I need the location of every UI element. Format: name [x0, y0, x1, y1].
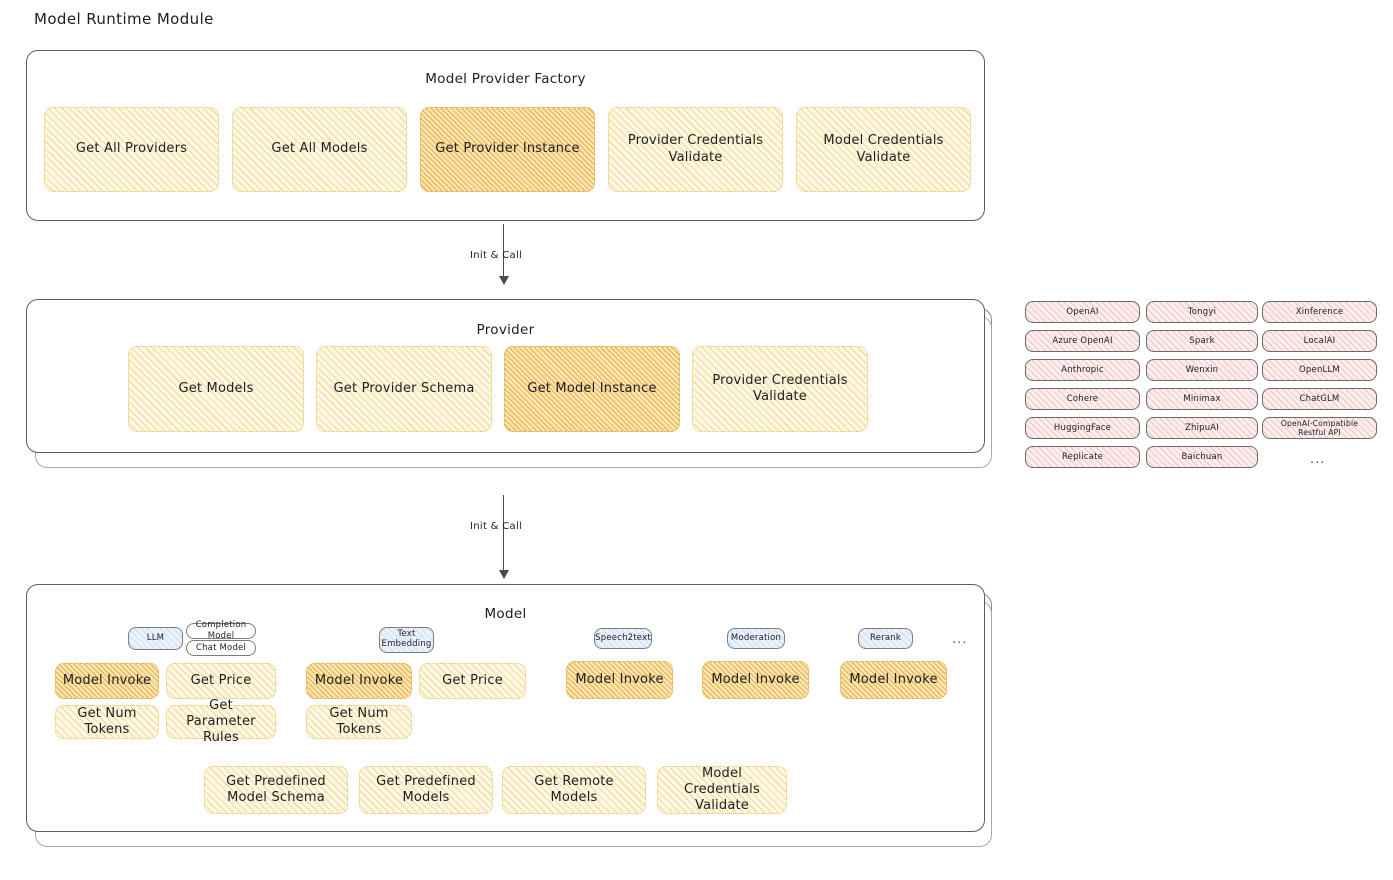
text-embedding-method-model-invoke[interactable]: Model Invoke [306, 663, 412, 699]
factory-title: Model Provider Factory [425, 71, 586, 87]
provider-chip-anthropic[interactable]: Anthropic [1025, 359, 1140, 381]
provider-chip-spark[interactable]: Spark [1146, 330, 1258, 352]
provider-title: Provider [476, 322, 535, 338]
provider-chip-cohere[interactable]: Cohere [1025, 388, 1140, 410]
provider-chip-list-more: ... [1310, 452, 1326, 467]
provider-chip-openai[interactable]: OpenAI [1025, 301, 1140, 323]
model-types-more: ... [952, 632, 968, 647]
model-title: Model [484, 606, 527, 622]
model-type-chip-moderation[interactable]: Moderation [727, 628, 785, 649]
rerank-method-model-invoke[interactable]: Model Invoke [840, 661, 947, 699]
provider-chip-azure-openai[interactable]: Azure OpenAI [1025, 330, 1140, 352]
model-type-chip-speech2text[interactable]: Speech2text [594, 628, 652, 649]
factory-node-get-all-models[interactable]: Get All Models [232, 107, 407, 192]
provider-node-get-provider-schema[interactable]: Get Provider Schema [316, 346, 492, 432]
provider-node-get-model-instance[interactable]: Get Model Instance [504, 346, 680, 432]
llm-method-get-parameter-rules[interactable]: Get Parameter Rules [166, 698, 276, 745]
model-variant-chip-chat-model[interactable]: Chat Model [186, 640, 256, 656]
provider-chip-wenxin[interactable]: Wenxin [1146, 359, 1258, 381]
provider-node-get-models[interactable]: Get Models [128, 346, 304, 432]
provider-chip-replicate[interactable]: Replicate [1025, 446, 1140, 468]
arrow-label-init-call-2: Init & Call [470, 521, 523, 532]
factory-node-get-provider-instance[interactable]: Get Provider Instance [420, 107, 595, 192]
provider-chip-openllm[interactable]: OpenLLM [1262, 359, 1377, 381]
provider-chip-xinference[interactable]: Xinference [1262, 301, 1377, 323]
model-type-chip-rerank[interactable]: Rerank [858, 628, 913, 649]
provider-chip-localai[interactable]: LocalAI [1262, 330, 1377, 352]
model-variant-chip-completion-model[interactable]: Completion Model [186, 620, 256, 641]
provider-chip-baichuan[interactable]: Baichuan [1146, 446, 1258, 468]
factory-node-provider-credentials-validate[interactable]: Provider Credentials Validate [608, 107, 783, 192]
arrow-provider-to-model: Init & Call [470, 495, 522, 580]
provider-chip-minimax[interactable]: Minimax [1146, 388, 1258, 410]
factory-node-get-all-providers[interactable]: Get All Providers [44, 107, 219, 192]
model-shared-method-get-remote-models[interactable]: Get Remote Models [502, 766, 646, 814]
provider-chip-chatglm[interactable]: ChatGLM [1262, 388, 1377, 410]
provider-chip-zhipuai[interactable]: ZhipuAI [1146, 417, 1258, 439]
factory-node-model-credentials-validate[interactable]: Model Credentials Validate [796, 107, 971, 192]
llm-method-get-num-tokens[interactable]: Get Num Tokens [55, 705, 159, 739]
llm-method-model-invoke[interactable]: Model Invoke [55, 663, 159, 699]
provider-chip-openai-compatible-restful-api[interactable]: OpenAI-Compatible Restful API [1262, 417, 1377, 439]
moderation-method-model-invoke[interactable]: Model Invoke [702, 661, 809, 699]
speech2text-method-model-invoke[interactable]: Model Invoke [566, 661, 673, 699]
model-type-chip-llm[interactable]: LLM [128, 627, 183, 650]
arrow-label-init-call-1: Init & Call [470, 250, 523, 261]
provider-node-provider-credentials-validate[interactable]: Provider Credentials Validate [692, 346, 868, 432]
model-type-chip-text-embedding[interactable]: Text Embedding [379, 627, 434, 653]
arrow-factory-to-provider: Init & Call [470, 224, 522, 286]
page-title: Model Runtime Module [34, 10, 214, 28]
text-embedding-method-get-price[interactable]: Get Price [419, 663, 526, 699]
provider-chip-huggingface[interactable]: HuggingFace [1025, 417, 1140, 439]
provider-chip-tongyi[interactable]: Tongyi [1146, 301, 1258, 323]
model-shared-method-get-predefined-model-schema[interactable]: Get Predefined Model Schema [204, 766, 348, 814]
llm-method-get-price[interactable]: Get Price [166, 663, 276, 699]
text-embedding-method-get-num-tokens[interactable]: Get Num Tokens [306, 705, 412, 739]
model-shared-method-get-predefined-models[interactable]: Get Predefined Models [359, 766, 493, 814]
model-shared-method-model-credentials-validate[interactable]: Model Credentials Validate [657, 766, 787, 814]
